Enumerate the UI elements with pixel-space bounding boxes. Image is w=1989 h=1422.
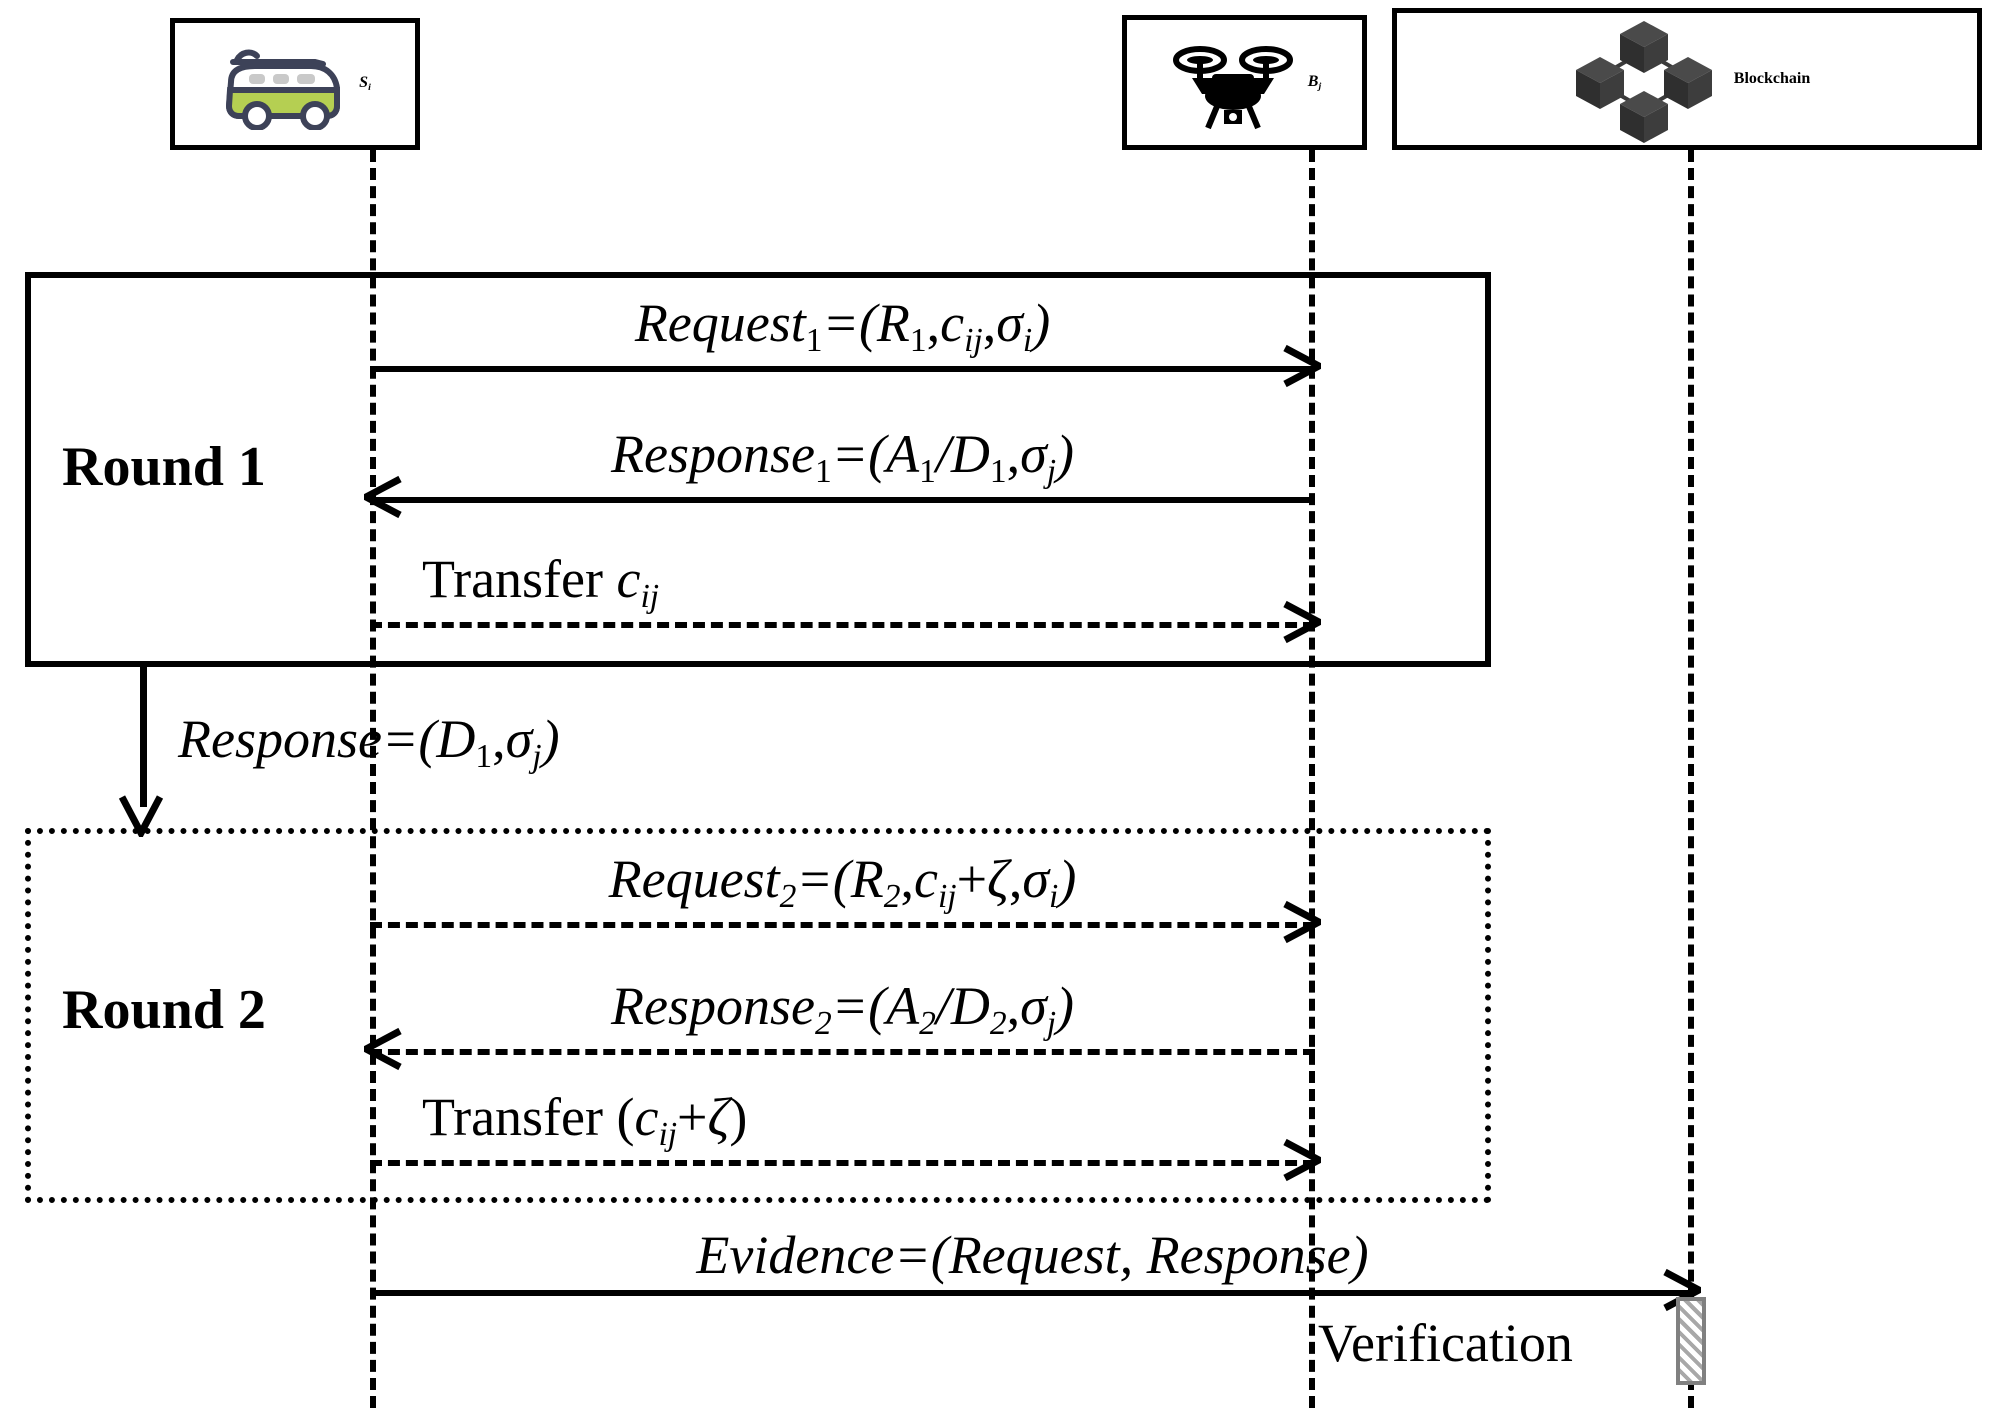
message-label-request-2: Request2=(R2,cij+ζ,σi) bbox=[608, 849, 1077, 916]
message-label-transfer-1: Transfer cij bbox=[422, 549, 660, 616]
actor-label-drone: Bj bbox=[1307, 72, 1322, 92]
message-label-inter-round-response: Response=(D1,σj) bbox=[178, 709, 560, 776]
round-transition-line bbox=[140, 667, 147, 807]
van-icon bbox=[219, 38, 349, 131]
arrowhead-right-icon bbox=[1281, 344, 1321, 388]
frame-label-round-1: Round 1 bbox=[62, 436, 266, 498]
actor-box-blockchain[interactable]: Blockchain bbox=[1392, 8, 1982, 150]
message-label-response-1: Response1=(A1/D1,σj) bbox=[610, 424, 1075, 491]
frame-round-2 bbox=[25, 828, 1491, 1203]
arrowhead-right-icon bbox=[1281, 600, 1321, 644]
arrowhead-left-icon bbox=[364, 1027, 404, 1071]
message-line bbox=[370, 922, 1315, 928]
message-label-transfer-2: Transfer (cij+ζ) bbox=[422, 1087, 748, 1154]
actor-box-drone[interactable]: Bj bbox=[1122, 15, 1367, 150]
arrowhead-down-icon bbox=[118, 793, 164, 841]
drone-icon bbox=[1168, 34, 1298, 132]
frame-label-round-2: Round 2 bbox=[62, 979, 266, 1041]
message-label-verification: Verification bbox=[1318, 1313, 1573, 1373]
actor-box-sender[interactable]: Si bbox=[170, 18, 420, 150]
message-line bbox=[370, 1290, 1695, 1296]
message-line bbox=[370, 1160, 1315, 1166]
message-label-evidence: Evidence=(Request, Response) bbox=[696, 1225, 1369, 1285]
arrowhead-right-icon bbox=[1281, 1138, 1321, 1182]
message-line bbox=[370, 1049, 1315, 1055]
blockchain-cubes-icon bbox=[1564, 15, 1724, 143]
lifeline-drone bbox=[1309, 150, 1315, 1408]
frame-round-1 bbox=[25, 272, 1491, 667]
message-line bbox=[370, 622, 1315, 628]
message-label-response-2: Response2=(A2/D2,σj) bbox=[610, 976, 1075, 1043]
lifeline-sender bbox=[370, 150, 376, 1408]
activation-bar-verification bbox=[1676, 1297, 1706, 1385]
message-line bbox=[370, 497, 1315, 503]
arrowhead-left-icon bbox=[364, 475, 404, 519]
message-line bbox=[370, 366, 1315, 372]
lifeline-blockchain bbox=[1688, 150, 1694, 1408]
actor-label-blockchain: Blockchain bbox=[1733, 70, 1811, 87]
message-label-request-1: Request1=(R1,cij,σi) bbox=[634, 293, 1051, 360]
arrowhead-right-icon bbox=[1281, 900, 1321, 944]
actor-label-sender: Si bbox=[359, 74, 371, 94]
